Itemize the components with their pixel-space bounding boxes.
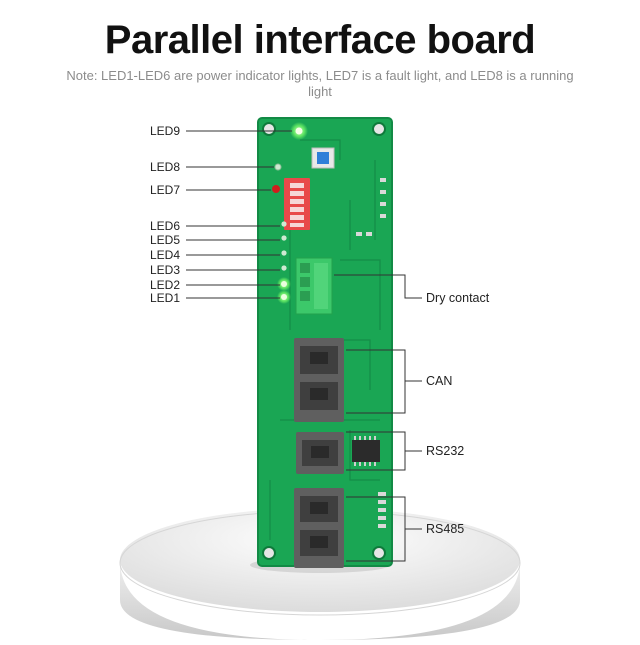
label-can: CAN: [426, 374, 453, 388]
label-led2: LED2: [150, 278, 181, 292]
label-led7: LED7: [150, 183, 181, 197]
mounting-hole: [372, 122, 386, 136]
smd-pads: [356, 178, 386, 236]
label-dry-contact: Dry contact: [426, 291, 490, 305]
label-led5: LED5: [150, 233, 181, 247]
led9-indicator: [295, 127, 303, 135]
pcb-board: [257, 117, 393, 568]
note-text: Note: LED1-LED6 are power indicator ligh…: [66, 68, 574, 99]
led8-indicator: [274, 163, 282, 171]
label-rs232: RS232: [426, 444, 465, 458]
right-callout-lines: [334, 274, 422, 562]
rs232-jack: [296, 432, 344, 474]
led-column: [277, 221, 291, 304]
mounting-hole: [262, 546, 276, 560]
ic-chip: [352, 436, 380, 466]
mounting-hole: [262, 122, 276, 136]
label-led6: LED6: [150, 219, 181, 233]
left-callout-lines: [186, 130, 292, 299]
push-button: [317, 152, 329, 164]
can-jack: [294, 338, 344, 422]
led7-indicator: [272, 185, 280, 193]
resistor-array: [378, 492, 386, 528]
dry-contact-terminal: [295, 257, 333, 315]
dip-switch: [284, 178, 310, 230]
label-led3: LED3: [150, 263, 181, 277]
rs485-jack: [294, 488, 344, 568]
label-rs485: RS485: [426, 522, 465, 536]
label-led1: LED1: [150, 291, 181, 305]
page-title: Parallel interface board: [104, 18, 536, 62]
label-led8: LED8: [150, 160, 181, 174]
label-led4: LED4: [150, 248, 181, 262]
mounting-hole: [372, 546, 386, 560]
label-led9: LED9: [150, 124, 181, 138]
